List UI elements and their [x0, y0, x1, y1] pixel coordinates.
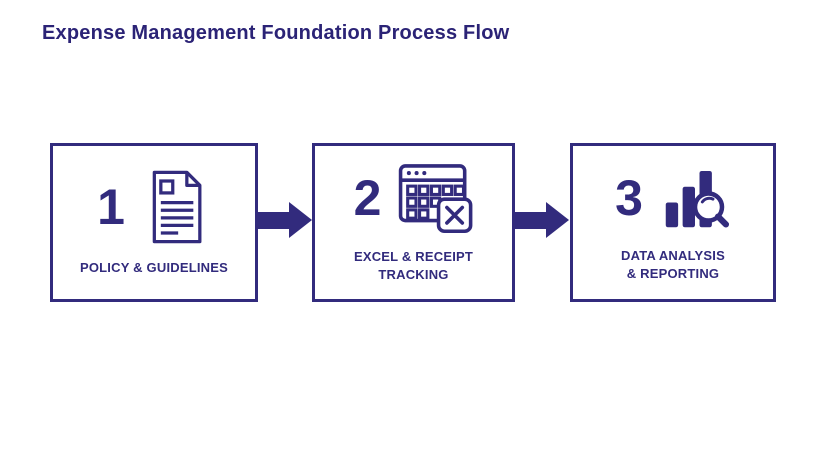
bar-chart-magnifier-icon: [659, 162, 731, 234]
step-label: POLICY & GUIDELINES: [80, 259, 228, 277]
step-label-line: DATA ANALYSIS: [621, 247, 725, 263]
step-box-1: 1 POLICY & GUIDELINES: [50, 143, 258, 302]
step-box-2: 2: [312, 143, 515, 302]
step-1-content: 1: [97, 168, 211, 246]
step-label-line: & REPORTING: [626, 266, 720, 281]
step-box-3: 3 DATA ANALYSIS & REPORTING: [570, 143, 776, 302]
document-icon: [141, 168, 211, 246]
arrow-head: [289, 202, 312, 238]
page-title: Expense Management Foundation Process Fl…: [42, 22, 510, 44]
step-number: 2: [353, 169, 382, 226]
step-number: 3: [615, 169, 643, 226]
flow-arrow-icon: [515, 202, 569, 238]
step-2-content: 2: [354, 161, 474, 235]
step-label-line: TRACKING: [378, 267, 449, 282]
step-3-content: 3: [615, 162, 731, 234]
arrow-tail: [515, 211, 546, 229]
step-number: 1: [97, 178, 125, 235]
arrow-tail: [258, 211, 289, 229]
spreadsheet-x-icon: [397, 161, 473, 235]
step-label: EXCEL & RECEIPT TRACKING: [354, 248, 473, 284]
flow-arrow-icon: [258, 202, 312, 238]
step-label-line: POLICY & GUIDELINES: [79, 259, 229, 275]
arrow-head: [546, 202, 569, 238]
step-label: DATA ANALYSIS & REPORTING: [621, 247, 725, 283]
step-label-line: EXCEL & RECEIPT: [353, 248, 474, 264]
